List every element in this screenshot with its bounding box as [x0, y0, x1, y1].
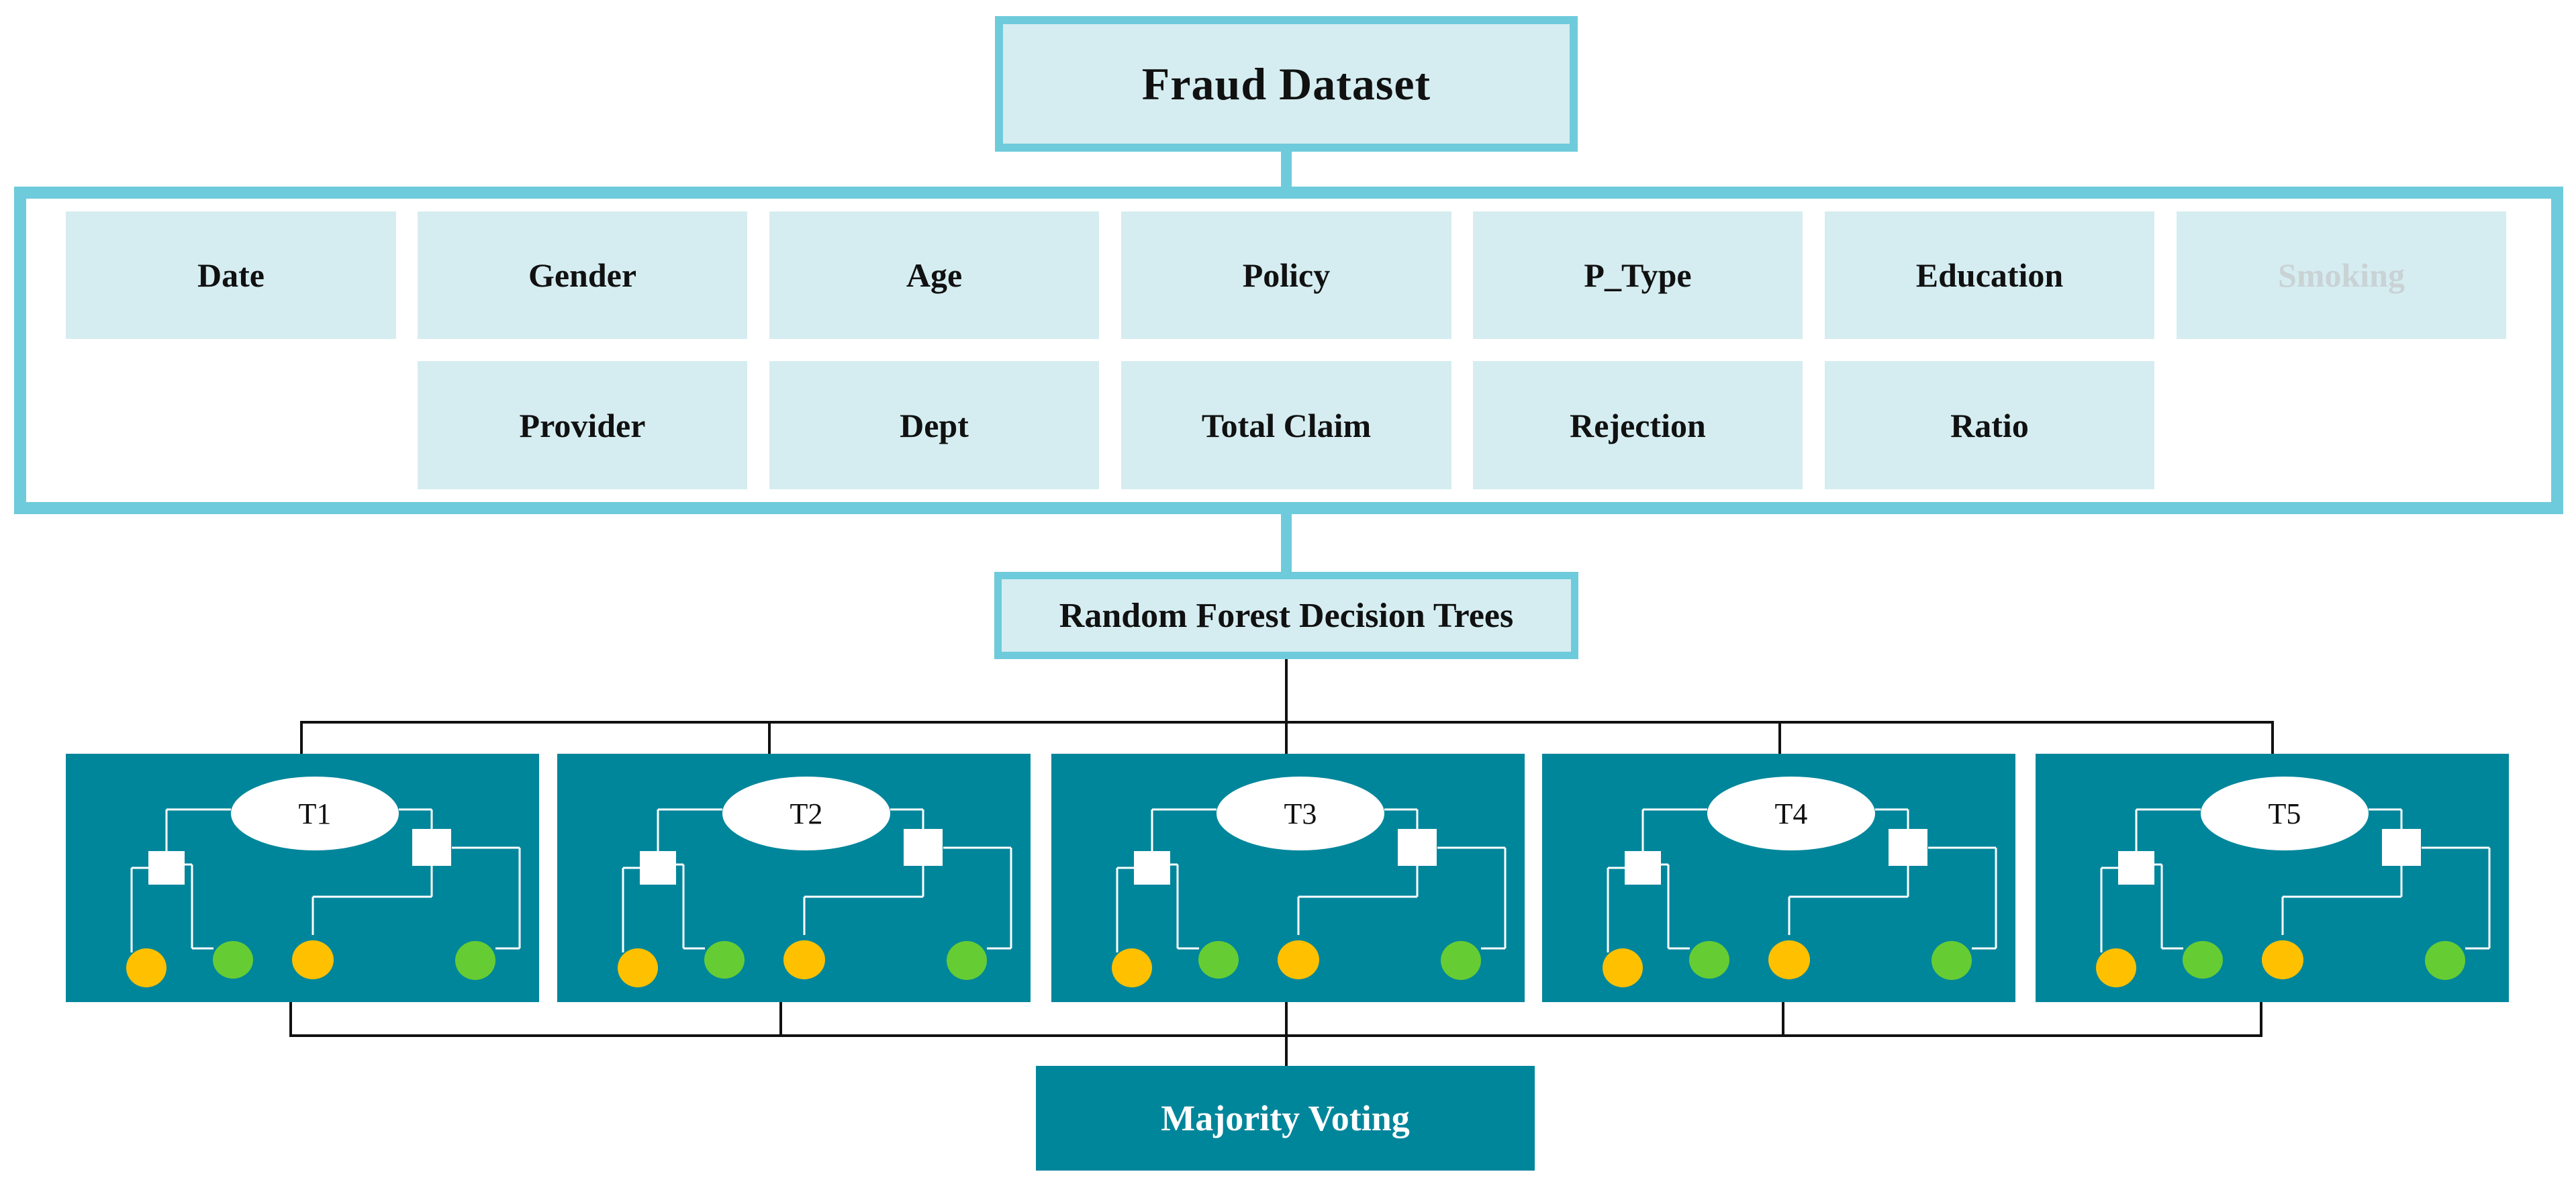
feature-p-type: P_Type: [1473, 211, 1803, 339]
decision-tree-icon: [618, 777, 1012, 987]
feature-label: Policy: [1242, 256, 1331, 294]
tree-panel-t3: T3: [1051, 754, 1525, 1002]
tree-label: T2: [790, 797, 823, 830]
feature-gender: Gender: [418, 211, 747, 339]
tree-panel-t4: T4: [1542, 754, 2015, 1002]
feature-ratio: Ratio: [1825, 361, 2154, 489]
tree-label: T1: [298, 797, 332, 830]
feature-label: Education: [1915, 256, 2064, 294]
feature-total-claim: Total Claim: [1121, 361, 1451, 489]
decision-tree-icon: [1603, 777, 1997, 987]
tree-panel-t2: T2: [557, 754, 1031, 1002]
feature-label: P_Type: [1584, 256, 1692, 294]
feature-dept: Dept: [769, 361, 1099, 489]
feature-label: Dept: [900, 406, 969, 444]
tree-panel-t5: T5: [2036, 754, 2509, 1002]
feature-policy: Policy: [1121, 211, 1451, 339]
random-forest-label: Random Forest Decision Trees: [1059, 596, 1514, 635]
majority-voting-label: Majority Voting: [1161, 1098, 1410, 1138]
dataset-title: Fraud Dataset: [1141, 58, 1431, 109]
tree-label: T5: [2268, 797, 2301, 830]
feature-label: Date: [197, 256, 265, 294]
feature-provider: Provider: [418, 361, 747, 489]
feature-label: Rejection: [1570, 406, 1706, 444]
tree-panel-t1: T1: [66, 754, 539, 1002]
feature-label: Gender: [528, 256, 637, 294]
feature-smoking: Smoking: [2177, 211, 2506, 339]
feature-label: Smoking: [2278, 256, 2405, 294]
decision-tree-icon: [2096, 777, 2491, 987]
random-forest-box: Random Forest Decision Trees: [994, 572, 1578, 659]
decision-tree-icon: [126, 777, 521, 987]
feature-label: Age: [906, 256, 963, 294]
feature-education: Education: [1825, 211, 2154, 339]
feature-date: Date: [66, 211, 396, 339]
decision-tree-icon: [1112, 777, 1507, 987]
dataset-title-box: Fraud Dataset: [995, 16, 1578, 152]
majority-voting-box: Majority Voting: [1036, 1066, 1535, 1171]
feature-label: Provider: [519, 406, 646, 444]
tree-label: T3: [1284, 797, 1317, 830]
feature-label: Total Claim: [1201, 406, 1372, 444]
feature-label: Ratio: [1950, 406, 2029, 444]
tree-label: T4: [1774, 797, 1808, 830]
feature-age: Age: [769, 211, 1099, 339]
feature-rejection: Rejection: [1473, 361, 1803, 489]
